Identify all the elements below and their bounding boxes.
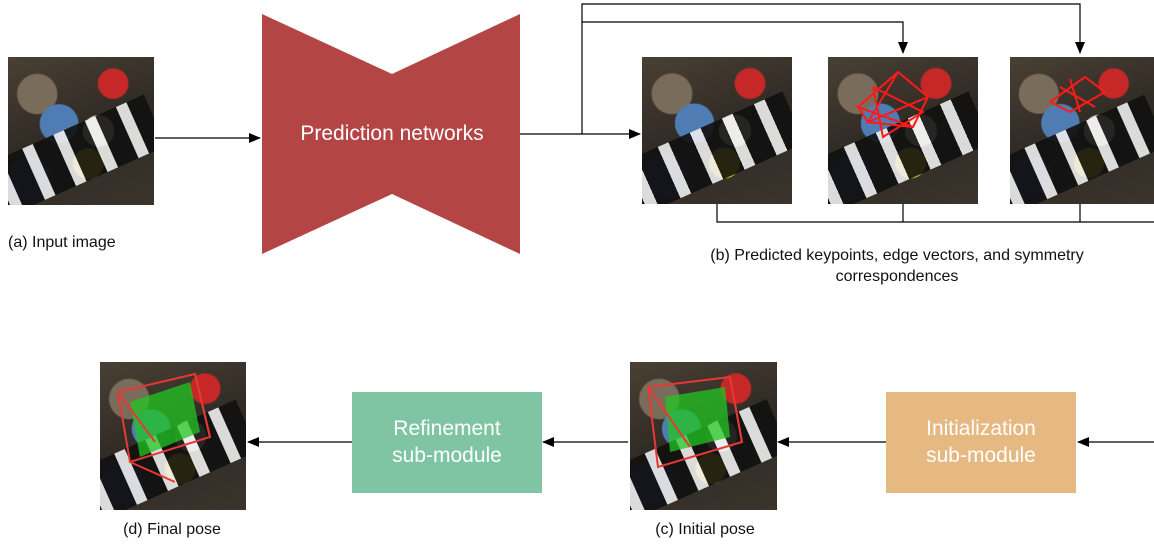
input-image bbox=[8, 57, 154, 205]
edge-vectors-overlay bbox=[855, 70, 930, 139]
predicted-edge-vectors-image bbox=[828, 57, 978, 204]
connector-branch-edges bbox=[581, 21, 908, 134]
connector-branch-symmetry bbox=[581, 3, 1085, 54]
prediction-network-shape bbox=[262, 14, 520, 254]
caption-initial-pose: (c) Initial pose bbox=[655, 521, 755, 538]
refinement-submodule: Refinement sub-module bbox=[352, 392, 542, 493]
symmetry-overlay bbox=[1049, 75, 1107, 114]
connector-bus bbox=[716, 204, 1154, 223]
caption-final-pose: (d) Final pose bbox=[123, 521, 221, 538]
caption-predicted-line2: correspondences bbox=[835, 268, 959, 285]
prediction-network-label: Prediction networks bbox=[300, 121, 484, 145]
predicted-symmetry-image bbox=[1010, 57, 1154, 204]
initial-pose-image bbox=[630, 362, 777, 510]
caption-predicted-line1: (b) Predicted keypoints, edge vectors, a… bbox=[710, 247, 1084, 264]
initialization-label-line2: sub-module bbox=[926, 443, 1036, 467]
refinement-label-line1: Refinement bbox=[393, 417, 501, 441]
initialization-label-line1: Initialization bbox=[926, 417, 1036, 441]
initialization-submodule: Initialization sub-module bbox=[886, 392, 1076, 493]
final-pose-image bbox=[100, 362, 246, 510]
predicted-keypoints-image bbox=[642, 57, 792, 204]
refinement-label-line2: sub-module bbox=[392, 443, 502, 467]
caption-input-image: (a) Input image bbox=[8, 234, 116, 251]
final-pose-overlay bbox=[116, 372, 212, 483]
initial-pose-overlay bbox=[646, 375, 744, 469]
